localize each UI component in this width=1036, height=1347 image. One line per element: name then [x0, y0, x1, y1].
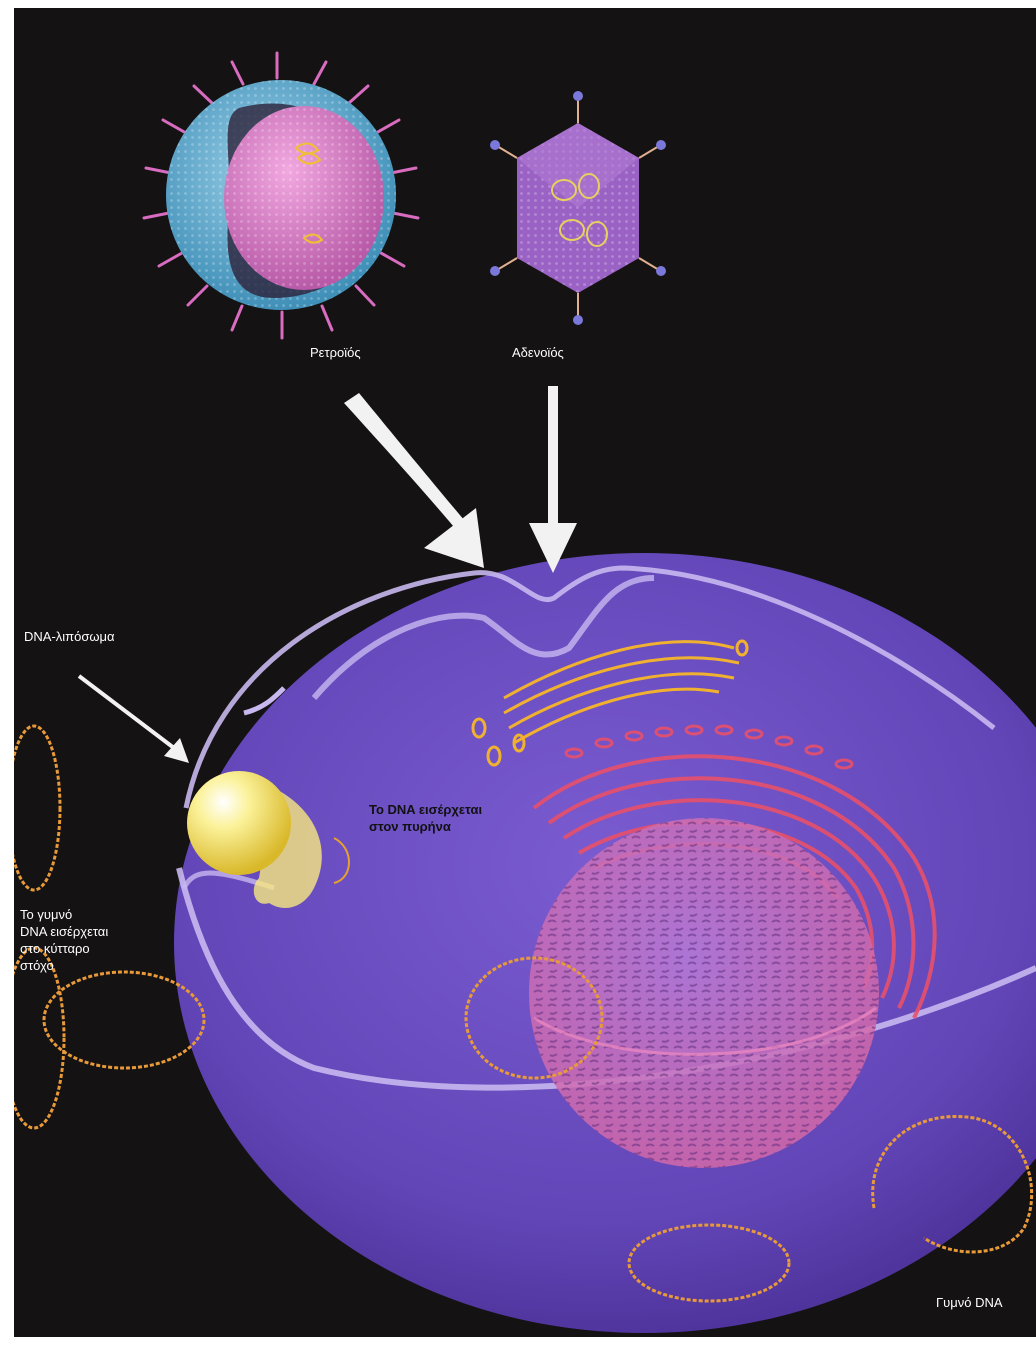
- adenovirus-label: Αδενοϊός: [512, 344, 564, 361]
- naked-dna-label: Γυμνό DNA: [936, 1294, 1003, 1311]
- retrovirus-icon: [144, 53, 418, 338]
- dna-enters-nucleus-label: Το DNA εισέρχεται στον πυρήνα: [369, 801, 482, 835]
- adenovirus-icon: [490, 91, 666, 325]
- diagram-panel: Ρετροϊός Αδενοϊός DNA-λιπόσωμα Το DNA ει…: [14, 8, 1036, 1337]
- dna-liposome-label: DNA-λιπόσωμα: [24, 628, 115, 645]
- naked-dna-enters-cell-label: Το γυμνό DNA εισέρχεται στο κύτταρο στόχ…: [20, 906, 108, 974]
- diagram-illustration: [14, 8, 1036, 1337]
- nucleus: [529, 818, 879, 1168]
- retrovirus-label: Ρετροϊός: [310, 344, 361, 361]
